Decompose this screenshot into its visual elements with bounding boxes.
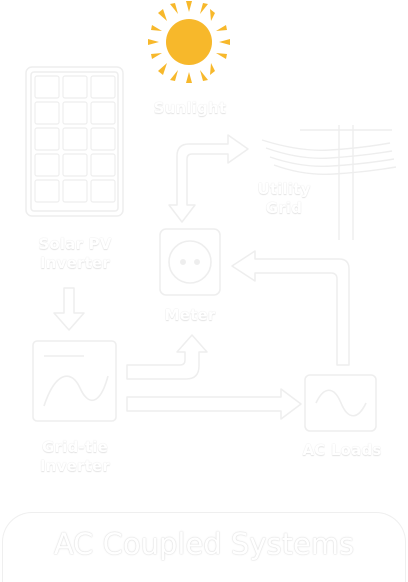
ac-loads-label: AC Loads: [302, 441, 382, 459]
sun-icon: [148, 1, 230, 83]
grid-tie-label-line2: Inverter: [40, 457, 110, 475]
arrow-meter-to-grid: [168, 134, 249, 223]
meter-label: Meter: [164, 306, 216, 324]
arrow-inverter-to-meter: [126, 334, 208, 380]
utility-grid-label: Utility Grid: [240, 180, 328, 218]
sunlight-label: Sunlight: [153, 99, 227, 117]
arrow-panel-to-inverter: [53, 287, 85, 331]
solar-panel-icon: [25, 66, 124, 217]
solar-pv-label: Solar PV Inverter: [18, 235, 132, 273]
inverter-icon: [32, 340, 117, 422]
power-line-icon: [261, 125, 397, 240]
arrow-inverter-to-loads: [126, 388, 302, 420]
solar-pv-label-line1: Solar PV: [38, 235, 112, 253]
utility-grid-label-line1: Utility: [257, 180, 311, 198]
grid-tie-inverter-label: Grid-tie Inverter: [18, 438, 132, 476]
grid-tie-label-line1: Grid-tie: [42, 438, 108, 456]
outlet-icon: [159, 228, 221, 296]
utility-grid-label-line2: Grid: [265, 199, 303, 217]
footer-title: AC Coupled Systems: [53, 527, 355, 561]
solar-pv-label-line2: Inverter: [40, 254, 110, 272]
connector-arrows: [53, 134, 350, 420]
footer-panel: [2, 512, 406, 582]
sine-wave-icon: [304, 374, 377, 432]
arrow-loads-to-meter: [231, 250, 350, 366]
